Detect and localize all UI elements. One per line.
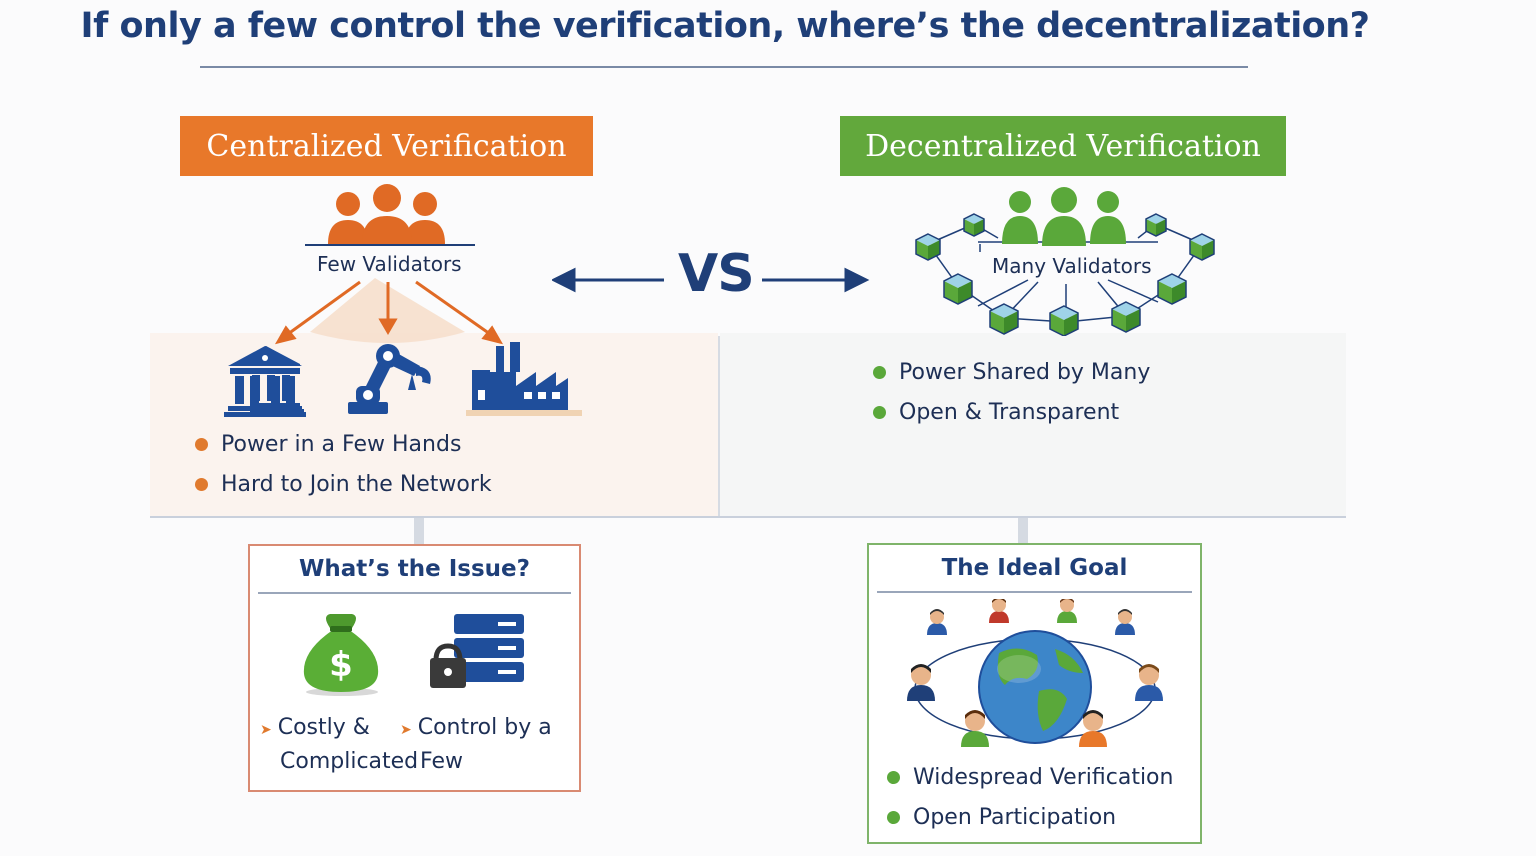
bullet-dot xyxy=(873,366,886,379)
goal-bullet-2: Open Participation xyxy=(887,805,1116,830)
issue-item-2: ➤ Control by a Few xyxy=(400,712,552,778)
bullet-text: Open & Transparent xyxy=(899,400,1120,425)
left-bullet-1: Power in a Few Hands xyxy=(195,432,461,457)
bullet-dot xyxy=(873,406,886,419)
right-bullet-1: Power Shared by Many xyxy=(873,360,1150,385)
robot-arm-icon xyxy=(348,344,431,414)
goal-box-rule xyxy=(877,591,1192,593)
goal-bullet-1: Widespread Verification xyxy=(887,765,1173,790)
issue-item-line1: Costly & xyxy=(277,715,370,740)
issue-item-line2: Few xyxy=(420,749,463,774)
issue-box: What’s the Issue? $ ➤ Costly & Complicate… xyxy=(248,544,581,792)
arrow-bullet-icon: ➤ xyxy=(400,722,412,738)
centralized-banner: Centralized Verification xyxy=(180,116,593,176)
distribution-arrows xyxy=(274,280,504,345)
bullet-text: Widespread Verification xyxy=(913,765,1174,790)
right-arrow-head xyxy=(844,267,870,293)
right-connector xyxy=(1018,518,1028,544)
decentralized-panel xyxy=(720,333,1346,517)
vs-arrows xyxy=(552,267,870,293)
factory-icon xyxy=(466,342,582,416)
goal-box-title: The Ideal Goal xyxy=(941,555,1128,581)
issue-box-rule xyxy=(258,592,571,594)
locked-server-icon xyxy=(430,614,524,688)
issue-box-title: What’s the Issue? xyxy=(299,556,530,582)
arrow-bullet-icon: ➤ xyxy=(260,722,272,738)
left-bullet-2: Hard to Join the Network xyxy=(195,472,492,497)
bank-icon xyxy=(224,346,306,417)
globe-icon xyxy=(978,630,1092,744)
few-validators-label: Few Validators xyxy=(317,252,462,276)
issue-item-line1: Control by a xyxy=(417,715,552,740)
title-underline xyxy=(200,66,1248,68)
issue-item-line2: Complicated xyxy=(280,749,419,774)
people-group-icon xyxy=(328,184,445,244)
bullet-dot xyxy=(887,811,900,824)
vs-label: VS xyxy=(678,244,755,304)
issue-item-1: ➤ Costly & Complicated xyxy=(260,712,418,778)
bullet-dot xyxy=(195,478,208,491)
decentralized-banner: Decentralized Verification xyxy=(840,116,1286,176)
bullet-text: Hard to Join the Network xyxy=(221,472,492,497)
global-network-graphic xyxy=(907,599,1163,747)
cube-node-icon xyxy=(915,213,1215,336)
right-bullet-2: Open & Transparent xyxy=(873,400,1119,425)
panel-baseline xyxy=(150,516,1346,518)
left-connector xyxy=(414,518,424,544)
decentralized-graphic xyxy=(915,187,1215,336)
bullet-dot xyxy=(195,438,208,451)
page-title: If only a few control the verification, … xyxy=(80,6,1370,46)
panel-divider xyxy=(718,336,720,516)
money-bag-icon: $ xyxy=(303,614,379,696)
bullet-dot xyxy=(887,771,900,784)
goal-box: The Ideal Goal Widespread Verification xyxy=(867,543,1202,844)
bullet-text: Power in a Few Hands xyxy=(221,432,462,457)
many-validators-label: Many Validators xyxy=(990,254,1154,278)
bullet-text: Power Shared by Many xyxy=(899,360,1151,385)
person-icon xyxy=(907,599,1163,747)
svg-text:$: $ xyxy=(329,645,353,685)
people-group-icon xyxy=(1002,187,1126,246)
bullet-text: Open Participation xyxy=(913,805,1117,830)
left-arrow-head xyxy=(552,267,576,293)
